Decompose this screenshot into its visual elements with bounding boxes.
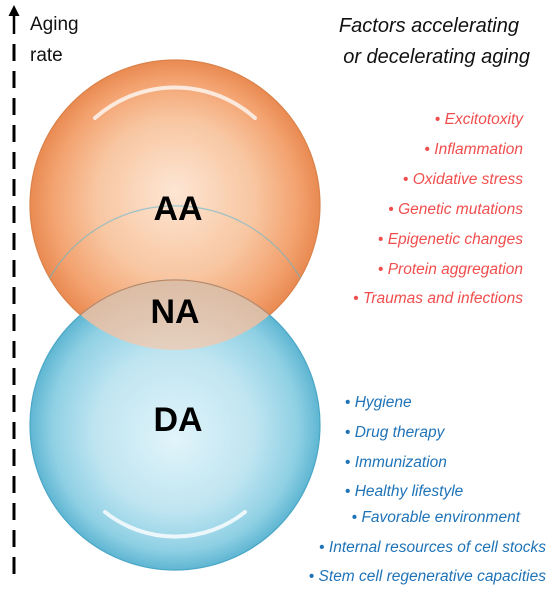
factor-label: Internal resources of cell stocks	[329, 539, 546, 556]
bullet-icon: •	[352, 509, 362, 526]
aging-rate-axis	[8, 5, 20, 580]
bullet-icon: •	[345, 454, 355, 471]
accelerating-factor: • Inflammation	[425, 141, 523, 158]
axis-label-line1: Aging	[30, 14, 79, 35]
factor-label: Drug therapy	[355, 424, 446, 441]
factor-label: Healthy lifestyle	[355, 483, 464, 500]
decelerating-factor: • Hygiene	[345, 394, 412, 411]
accelerating-factor: • Genetic mutations	[388, 201, 523, 218]
decelerating-factor: • Healthy lifestyle	[345, 483, 464, 500]
heading-line2: or decelerating aging	[343, 46, 530, 68]
factor-label: Immunization	[355, 454, 447, 471]
da-label: DA	[153, 401, 202, 439]
factor-label: Hygiene	[355, 394, 412, 411]
factor-label: Stem cell regenerative capacities	[319, 568, 547, 585]
factor-label: Oxidative stress	[413, 171, 524, 188]
factor-label: Traumas and infections	[363, 290, 523, 307]
bullet-icon: •	[353, 290, 363, 307]
decelerating-factor: • Favorable environment	[352, 509, 521, 526]
da-circle-highlight	[103, 510, 247, 539]
bullet-icon: •	[309, 568, 319, 585]
accelerating-factor: • Protein aggregation	[378, 261, 523, 278]
accelerating-factor: • Oxidative stress	[403, 171, 523, 188]
accelerating-factor: • Epigenetic changes	[378, 231, 523, 248]
accelerating-factor: • Traumas and infections	[353, 290, 523, 307]
factor-label: Favorable environment	[361, 509, 520, 526]
na-overlap-region	[30, 279, 320, 350]
bullet-icon: •	[345, 394, 355, 411]
bullet-icon: •	[345, 424, 355, 441]
accelerating-factors-list: • Excitotoxity • Inflammation • Oxidativ…	[353, 111, 524, 307]
bullet-icon: •	[378, 261, 388, 278]
decelerating-factors-list: • Hygiene • Drug therapy • Immunization …	[309, 394, 546, 585]
na-overlap-outline	[48, 205, 302, 279]
decelerating-factor: • Stem cell regenerative capacities	[309, 568, 546, 585]
decelerating-factor: • Immunization	[345, 454, 447, 471]
bullet-icon: •	[378, 231, 388, 248]
factor-label: Protein aggregation	[388, 261, 523, 278]
bullet-icon: •	[435, 111, 445, 128]
bullet-icon: •	[425, 141, 435, 158]
bullet-icon: •	[388, 201, 398, 218]
aa-circle-highlight	[93, 85, 257, 120]
decelerating-factor: • Drug therapy	[345, 424, 446, 441]
axis-arrow-up-icon	[8, 5, 20, 16]
bullet-icon: •	[319, 539, 329, 556]
factor-label: Excitotoxity	[445, 111, 525, 128]
decelerating-factor: • Internal resources of cell stocks	[319, 539, 546, 556]
na-label: NA	[150, 293, 199, 331]
factor-label: Genetic mutations	[398, 201, 523, 218]
aa-label: AA	[153, 190, 202, 228]
factor-label: Epigenetic changes	[388, 231, 524, 248]
heading-line1: Factors accelerating	[339, 15, 519, 37]
axis-label-line2: rate	[30, 45, 63, 66]
bullet-icon: •	[403, 171, 413, 188]
bullet-icon: •	[345, 483, 355, 500]
factor-label: Inflammation	[434, 141, 523, 158]
accelerating-factor: • Excitotoxity	[435, 111, 524, 128]
